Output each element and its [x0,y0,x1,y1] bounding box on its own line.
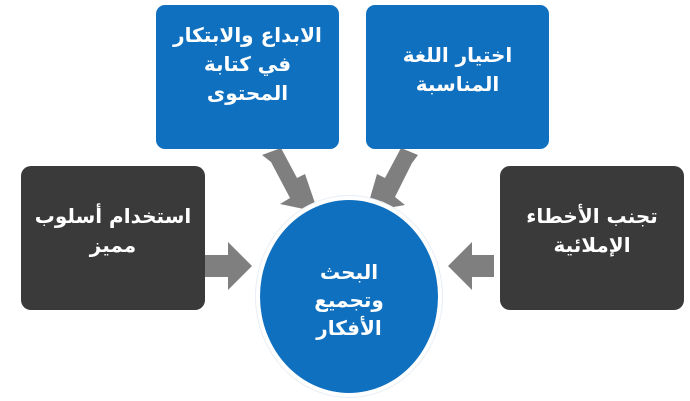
box-distinct-style: استخدام أسلوب مميز [21,166,205,310]
arrow-top-left [262,148,318,212]
arrow-left [205,242,252,290]
box-creativity: الابداع والابتكار في كتابة المحتوى [156,5,339,149]
box-language-choice-label: اختيار اللغة المناسبة [402,43,513,96]
center-circle: البحث وتجميع الأفكار [256,196,442,397]
box-avoid-spelling-errors: تجنب الأخطاء الإملائية [500,166,684,310]
arrow-top-right [366,148,418,212]
center-circle-label: البحث وتجميع الأفكار [314,260,384,340]
box-language-choice: اختيار اللغة المناسبة [366,5,549,149]
box-creativity-label: الابداع والابتكار في كتابة المحتوى [173,23,322,105]
box-avoid-spelling-errors-label: تجنب الأخطاء الإملائية [526,204,658,257]
box-distinct-style-label: استخدام أسلوب مميز [34,204,192,257]
arrow-right [448,242,494,290]
